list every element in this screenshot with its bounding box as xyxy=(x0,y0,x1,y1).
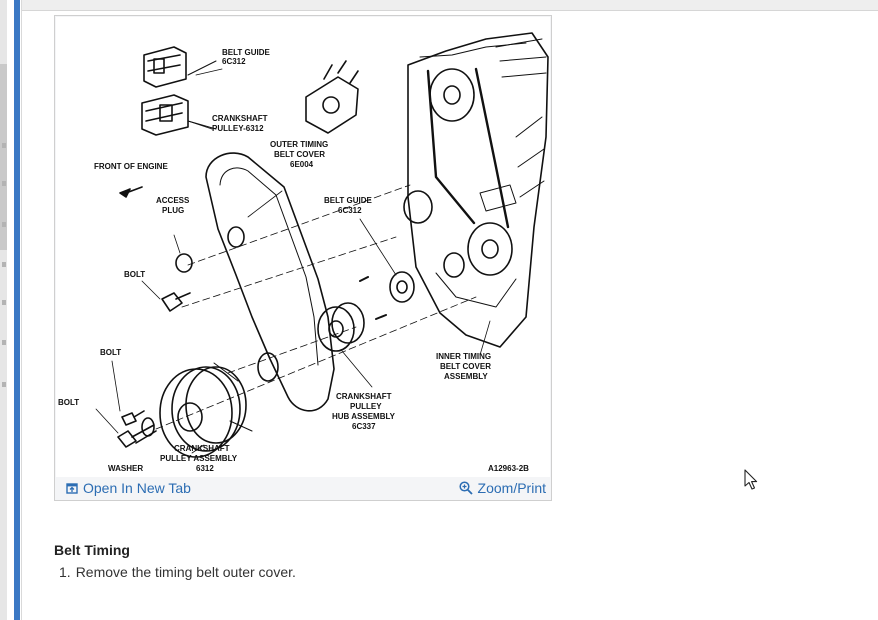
label-bolt: BOLT xyxy=(124,270,145,279)
label-access-plug: ACCESS xyxy=(156,196,190,205)
label-inner-cover: INNER TIMING xyxy=(436,352,491,361)
distributor-part xyxy=(305,60,359,134)
label-belt-guide-mid: BELT GUIDE xyxy=(324,196,373,205)
label-bolt: BOLT xyxy=(100,348,121,357)
svg-text:6C312: 6C312 xyxy=(222,57,246,66)
figure-toolbar: Open In New Tab Zoom/Print xyxy=(55,476,551,500)
zoom-print-link[interactable]: Zoom/Print xyxy=(458,479,546,497)
label-hub: CRANKSHAFT xyxy=(336,392,392,401)
front-arrow-icon xyxy=(119,186,143,198)
figure-panel: BELT GUIDE 6C312 CRANKSHAFT PULLEY-6312 … xyxy=(54,15,552,501)
svg-text:CRANKSHAFT: CRANKSHAFT xyxy=(212,114,268,123)
belt-guide-part-top xyxy=(143,46,187,88)
crankshaft-pulley-assembly xyxy=(159,362,253,458)
outer-timing-belt-cover xyxy=(205,152,335,412)
label-belt-guide-top: BELT GUIDE xyxy=(222,48,271,57)
strip-dot xyxy=(2,262,6,267)
content-accent-bar xyxy=(14,0,20,620)
steps-list: 1. Remove the timing belt outer cover. xyxy=(59,564,296,580)
label-pulley-assembly: CRANKSHAFT xyxy=(174,444,230,453)
strip-dot xyxy=(2,382,6,387)
strip-dot xyxy=(2,143,6,148)
crankshaft-pulley-part-top xyxy=(141,94,189,136)
mouse-cursor-icon xyxy=(744,469,758,490)
svg-text:6C337: 6C337 xyxy=(352,422,376,431)
open-new-tab-icon xyxy=(66,483,78,494)
strip-dot xyxy=(2,181,6,186)
access-plug-part xyxy=(175,253,193,273)
svg-text:PULLEY ASSEMBLY: PULLEY ASSEMBLY xyxy=(160,454,238,463)
engine-block xyxy=(403,32,549,348)
svg-text:PULLEY: PULLEY xyxy=(350,402,382,411)
label-front-of-engine: FRONT OF ENGINE xyxy=(94,162,168,171)
svg-text:6E004: 6E004 xyxy=(290,160,314,169)
crankshaft-pulley-hub xyxy=(317,302,365,352)
left-panel-tab[interactable] xyxy=(0,64,7,250)
svg-text:PLUG: PLUG xyxy=(162,206,184,215)
label-bolt: BOLT xyxy=(58,398,79,407)
bolt-part xyxy=(161,292,191,312)
left-scroll-strip xyxy=(0,0,7,620)
strip-dot xyxy=(2,222,6,227)
bolt-part xyxy=(121,410,145,426)
zoom-print-label: Zoom/Print xyxy=(477,480,546,496)
step-text: Remove the timing belt outer cover. xyxy=(75,564,296,580)
strip-dot xyxy=(2,340,6,345)
section-title: Belt Timing xyxy=(54,542,130,558)
magnifier-icon xyxy=(458,481,473,495)
label-washer: WASHER xyxy=(108,464,143,473)
top-border xyxy=(22,0,878,11)
strip-dot xyxy=(2,300,6,305)
svg-text:6312: 6312 xyxy=(196,464,214,473)
open-in-new-tab-link[interactable]: Open In New Tab xyxy=(66,479,191,497)
svg-text:BELT COVER: BELT COVER xyxy=(440,362,491,371)
step-number: 1. xyxy=(59,564,71,580)
washer-part xyxy=(141,417,155,437)
svg-text:HUB ASSEMBLY: HUB ASSEMBLY xyxy=(332,412,396,421)
svg-text:6C312: 6C312 xyxy=(338,206,362,215)
label-figure-code: A12963-2B xyxy=(488,464,529,473)
svg-text:ASSEMBLY: ASSEMBLY xyxy=(444,372,488,381)
svg-text:PULLEY-6312: PULLEY-6312 xyxy=(212,124,264,133)
open-in-new-tab-label: Open In New Tab xyxy=(83,480,191,496)
timing-belt-diagram[interactable]: BELT GUIDE 6C312 CRANKSHAFT PULLEY-6312 … xyxy=(56,17,550,477)
content-divider xyxy=(21,0,22,620)
belt-guide-part-mid xyxy=(389,271,415,303)
svg-text:BELT COVER: BELT COVER xyxy=(274,150,325,159)
list-item: 1. Remove the timing belt outer cover. xyxy=(59,564,296,580)
label-outer-cover: OUTER TIMING xyxy=(270,140,328,149)
